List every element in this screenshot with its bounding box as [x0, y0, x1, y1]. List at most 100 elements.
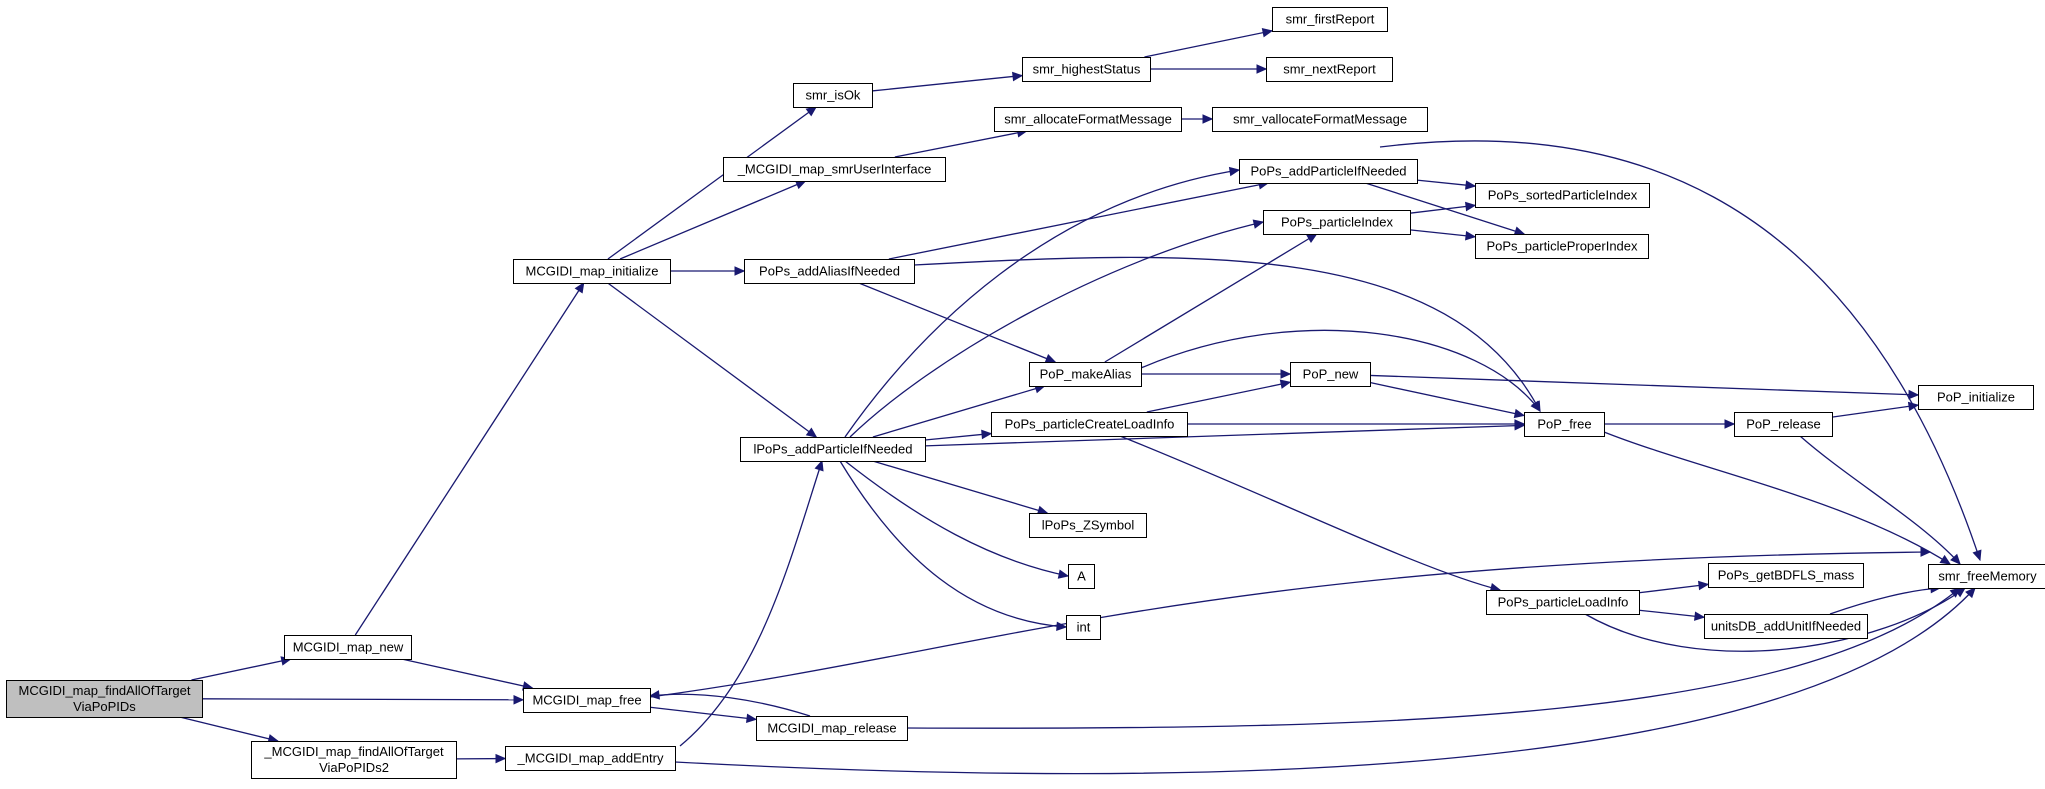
- arrowhead: [1514, 419, 1526, 429]
- node-box: [1475, 183, 1650, 208]
- edge-root-to-findAll2: [179, 716, 280, 744]
- edge-map_init-to-addAlias: [670, 266, 746, 276]
- node-highestStatus[interactable]: smr_highestStatus: [1022, 57, 1151, 82]
- arrowhead: [1256, 64, 1268, 74]
- edges-layer: [179, 28, 1982, 775]
- arrowhead: [1228, 166, 1241, 177]
- node-map-release[interactable]: MCGIDI_map_release: [756, 716, 908, 741]
- edge-lAddParticle-to-A: [844, 460, 1070, 579]
- node-pop-release[interactable]: PoP_release: [1734, 412, 1833, 437]
- node-firstReport[interactable]: smr_firstReport: [1272, 7, 1388, 32]
- node-label: PoP_initialize: [1937, 390, 2015, 405]
- node-nextReport[interactable]: smr_nextReport: [1266, 57, 1393, 82]
- arrowhead: [814, 459, 824, 472]
- node-getBDFLS[interactable]: PoPs_getBDFLS_mass: [1708, 563, 1864, 588]
- edge-findAll2-to-addEntry: [455, 753, 507, 764]
- arrowhead: [1056, 621, 1068, 632]
- node-smr-isOk[interactable]: smr_isOk: [793, 83, 873, 108]
- node-map-free[interactable]: MCGIDI_map_free: [523, 688, 651, 713]
- edge-addParticle-to-freeMemory: [1379, 140, 1982, 562]
- node-addAlias[interactable]: PoPs_addAliasIfNeeded: [744, 259, 915, 284]
- node-box: [723, 157, 946, 182]
- node-label: int: [1077, 620, 1091, 635]
- edge-pop_free-to-pop_release: [1604, 419, 1736, 429]
- arrowhead: [1954, 587, 1966, 598]
- node-label: smr_highestStatus: [1033, 62, 1141, 77]
- edge-loadInfo-to-freeMemory: [1584, 587, 1966, 652]
- node-label: lPoPs_ZSymbol: [1042, 518, 1135, 533]
- node-map-new[interactable]: MCGIDI_map_new: [284, 635, 412, 660]
- node-particleIndex[interactable]: PoPs_particleIndex: [1263, 210, 1411, 235]
- node-pop-init[interactable]: PoP_initialize: [1918, 385, 2034, 410]
- node-label: MCGIDI_map_initialize: [526, 264, 659, 279]
- node-box: [1524, 412, 1605, 437]
- node-addParticle[interactable]: PoPs_addParticleIfNeeded: [1239, 159, 1418, 184]
- node-addEntry[interactable]: _MCGIDI_map_addEntry: [505, 746, 676, 771]
- node-label: unitsDB_addUnitIfNeeded: [1711, 619, 1861, 634]
- node-label: PoPs_particleIndex: [1281, 215, 1394, 230]
- node-map-init[interactable]: MCGIDI_map_initialize: [513, 259, 671, 284]
- node-smrUI[interactable]: _MCGIDI_map_smrUserInterface: [723, 157, 946, 182]
- node-box: [1022, 57, 1151, 82]
- node-loadInfo[interactable]: PoPs_particleLoadInfo: [1486, 590, 1640, 615]
- arrowhead: [1698, 580, 1710, 591]
- nodes-layer: MCGIDI_map_findAllOfTargetViaPoPIDsMCGID…: [6, 7, 2045, 779]
- arrowhead: [1724, 419, 1736, 429]
- node-label: PoPs_particleLoadInfo: [1498, 595, 1629, 610]
- node-box: [1066, 615, 1101, 640]
- node-makeAlias[interactable]: PoP_makeAlias: [1029, 362, 1142, 387]
- node-box: [991, 412, 1188, 437]
- node-box: [1290, 362, 1371, 387]
- node-box: [1239, 159, 1418, 184]
- arrowhead: [1513, 408, 1526, 419]
- node-pop-new[interactable]: PoP_new: [1290, 362, 1371, 387]
- node-label: MCGIDI_map_new: [293, 640, 404, 655]
- arrowhead: [1057, 569, 1070, 579]
- arrowhead: [1279, 379, 1292, 389]
- edge-addAlias-to-pop_free: [913, 256, 1541, 413]
- edge-loadInfo-to-unitsDB: [1638, 609, 1706, 621]
- node-sortedIndex[interactable]: PoPs_sortedParticleIndex: [1475, 183, 1650, 208]
- edge-pop_new-to-pop_free: [1369, 381, 1526, 419]
- arrowhead: [1972, 549, 1982, 562]
- edge-lAddParticle-to-int: [839, 460, 1068, 632]
- node-label: smr_allocateFormatMessage: [1004, 112, 1172, 127]
- node-lAddParticle[interactable]: lPoPs_addParticleIfNeeded: [740, 437, 926, 462]
- edge-createLoadInfo-to-loadInfo: [1119, 435, 1502, 593]
- node-label: smr_vallocateFormatMessage: [1233, 112, 1407, 127]
- edge-makeAlias-to-pop_new: [1141, 369, 1292, 379]
- edge-lAddParticle-to-zsymbol: [872, 460, 1049, 515]
- edge-addParticle-to-sortedIndex: [1416, 179, 1477, 190]
- node-label: PoPs_addAliasIfNeeded: [759, 264, 900, 279]
- edge-smr_isOk-to-highestStatus: [871, 71, 1024, 92]
- node-label: smr_isOk: [806, 88, 861, 103]
- arrowhead: [1908, 389, 1920, 400]
- edge-pop_new-to-pop_init: [1369, 374, 1920, 400]
- node-box: [523, 688, 651, 713]
- node-A[interactable]: A: [1068, 564, 1095, 589]
- node-unitsDB[interactable]: unitsDB_addUnitIfNeeded: [1704, 614, 1868, 639]
- node-label: _MCGIDI_map_findAllOfTarget: [263, 744, 444, 759]
- edge-makeAlias-to-particleIndex: [1104, 233, 1318, 363]
- edge-pop_free-to-freeMemory: [1603, 431, 1952, 565]
- arrowhead: [1907, 401, 1920, 412]
- node-box: [744, 259, 915, 284]
- node-vallocFmt[interactable]: smr_vallocateFormatMessage: [1212, 107, 1428, 132]
- node-createLoadInfo[interactable]: PoPs_particleCreateLoadInfo: [991, 412, 1188, 437]
- node-label: PoP_free: [1537, 417, 1591, 432]
- node-int[interactable]: int: [1066, 615, 1101, 640]
- arrowhead: [513, 695, 525, 705]
- node-label: smr_freeMemory: [1938, 569, 2037, 584]
- node-label: PoPs_particleCreateLoadInfo: [1005, 417, 1175, 432]
- node-box: [1212, 107, 1428, 132]
- node-box: [1263, 210, 1411, 235]
- node-pop-free[interactable]: PoP_free: [1524, 412, 1605, 437]
- node-properIndex[interactable]: PoPs_particleProperIndex: [1475, 234, 1649, 259]
- node-box: [1704, 614, 1868, 639]
- node-zsymbol[interactable]: lPoPs_ZSymbol: [1029, 513, 1147, 538]
- node-allocFmt[interactable]: smr_allocateFormatMessage: [994, 107, 1182, 132]
- edge-addEntry-to-lAddParticle: [679, 459, 824, 747]
- node-freeMemory[interactable]: smr_freeMemory: [1928, 564, 2045, 589]
